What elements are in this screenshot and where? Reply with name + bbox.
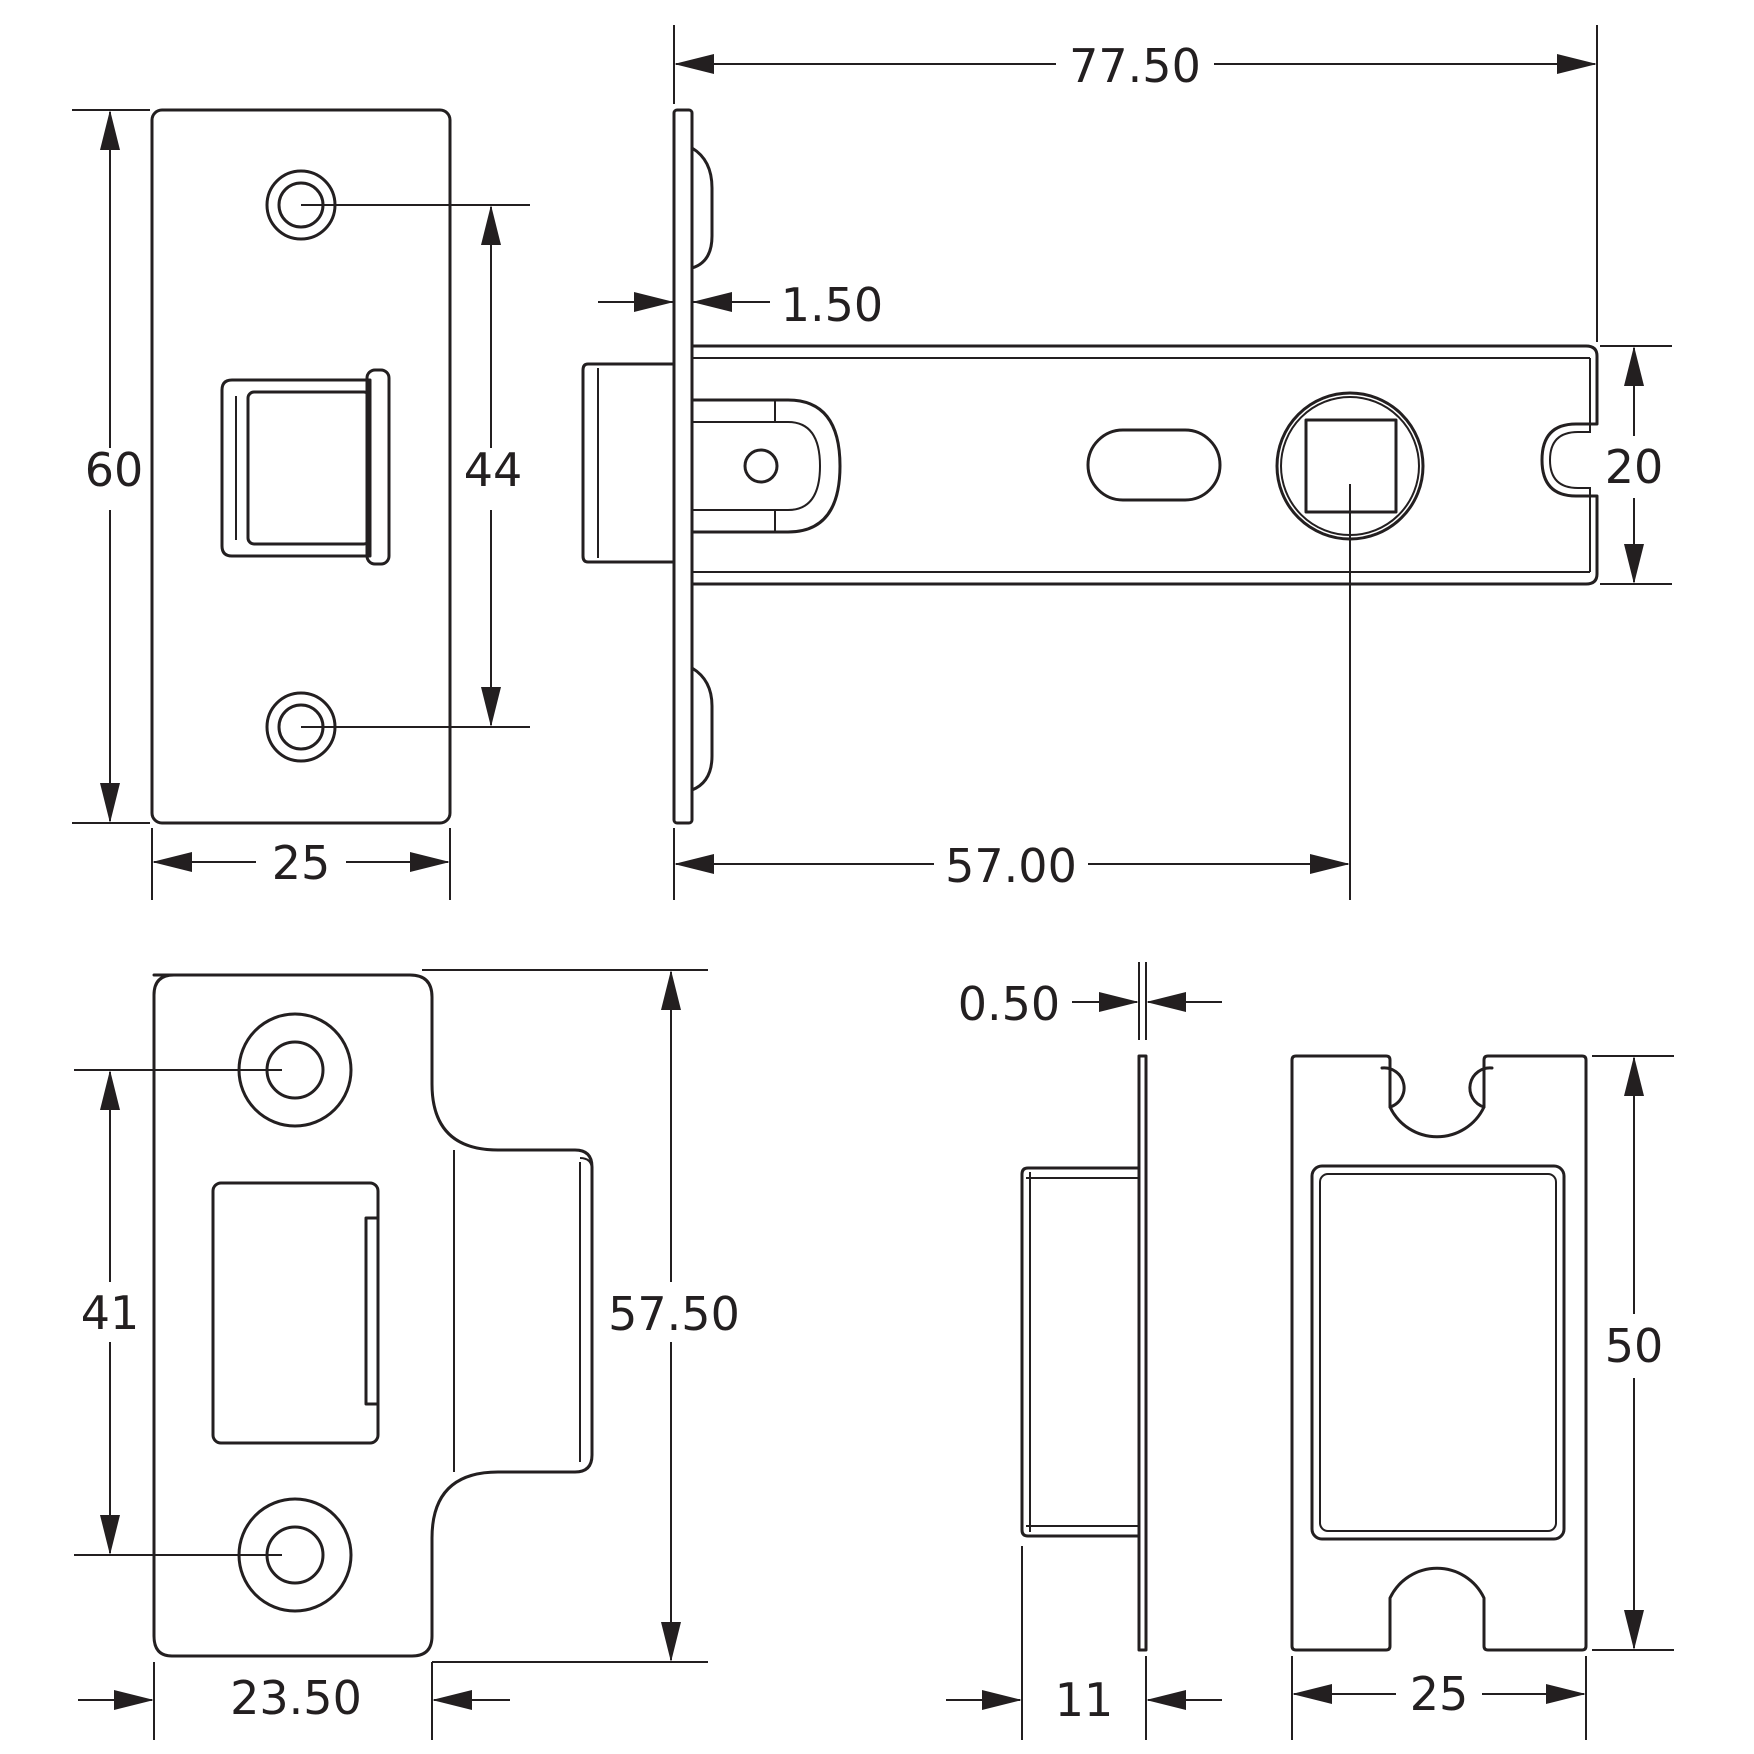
strike-plate-view: 41 57.50 23.50 [74, 969, 740, 1740]
latch-side-view: 77.50 1.50 20 57.00 [581, 25, 1672, 900]
dim-label-front-height: 60 [85, 443, 144, 497]
dim-label-keep-depth: 11 [1055, 1673, 1114, 1727]
screw-boss-bottom [690, 666, 714, 792]
dim-25-front: 25 [151, 828, 451, 900]
strike-plate-outline [152, 973, 594, 1658]
keep-side-view: 0.50 11 [946, 962, 1222, 1740]
front-plate-outline [150, 108, 452, 825]
latch-bolt-side [581, 362, 676, 564]
dim-label-keep-thickness: 0.50 [958, 977, 1060, 1031]
keep-front-view: 50 25 [1290, 1054, 1674, 1740]
dim-50: 50 [1592, 1055, 1674, 1651]
dim-label-strike-width: 23.50 [230, 1671, 362, 1725]
dim-57-50: 57.50 [422, 969, 740, 1663]
latch-bolt-face [220, 368, 391, 566]
latch-case [690, 344, 1599, 586]
dim-0-50: 0.50 [958, 962, 1222, 1040]
screw-boss-top [690, 146, 714, 270]
dim-20: 20 [1600, 345, 1672, 585]
dim-57-00: 57.00 [673, 484, 1351, 900]
tail-link [690, 398, 842, 534]
dim-1-50: 1.50 [598, 278, 883, 332]
dim-label-keep-width: 25 [1410, 1667, 1469, 1721]
keep-plate-edge [1137, 1054, 1148, 1652]
dim-11: 11 [946, 1546, 1222, 1740]
dim-60: 60 [72, 109, 150, 824]
dim-41: 41 [74, 1069, 282, 1556]
keep-box-side [1020, 1166, 1141, 1538]
dim-label-plate-thickness: 1.50 [781, 278, 883, 332]
strike-opening [211, 1181, 380, 1445]
dim-label-hole-spacing-44: 44 [464, 443, 523, 497]
dim-label-strike-hole-spacing: 41 [81, 1286, 140, 1340]
keep-front-outline [1290, 1054, 1588, 1652]
dim-25-keep: 25 [1291, 1656, 1587, 1740]
slot-hole [1086, 428, 1222, 502]
dim-44: 44 [301, 204, 530, 728]
dim-label-keep-height: 50 [1605, 1319, 1664, 1373]
dim-label-strike-height: 57.50 [608, 1287, 740, 1341]
dim-label-case-height: 20 [1605, 440, 1664, 494]
keep-opening [1310, 1164, 1566, 1541]
front-plate-view: 60 44 25 [72, 108, 530, 900]
dim-77-50: 77.50 [673, 25, 1598, 342]
strike-tab [364, 1216, 380, 1406]
dim-label-front-width: 25 [272, 836, 331, 890]
dim-label-backset: 57.00 [945, 839, 1077, 893]
dim-23-50: 23.50 [78, 1662, 510, 1740]
forend-plate-edge [672, 108, 694, 825]
dim-label-overall-length: 77.50 [1069, 39, 1201, 93]
